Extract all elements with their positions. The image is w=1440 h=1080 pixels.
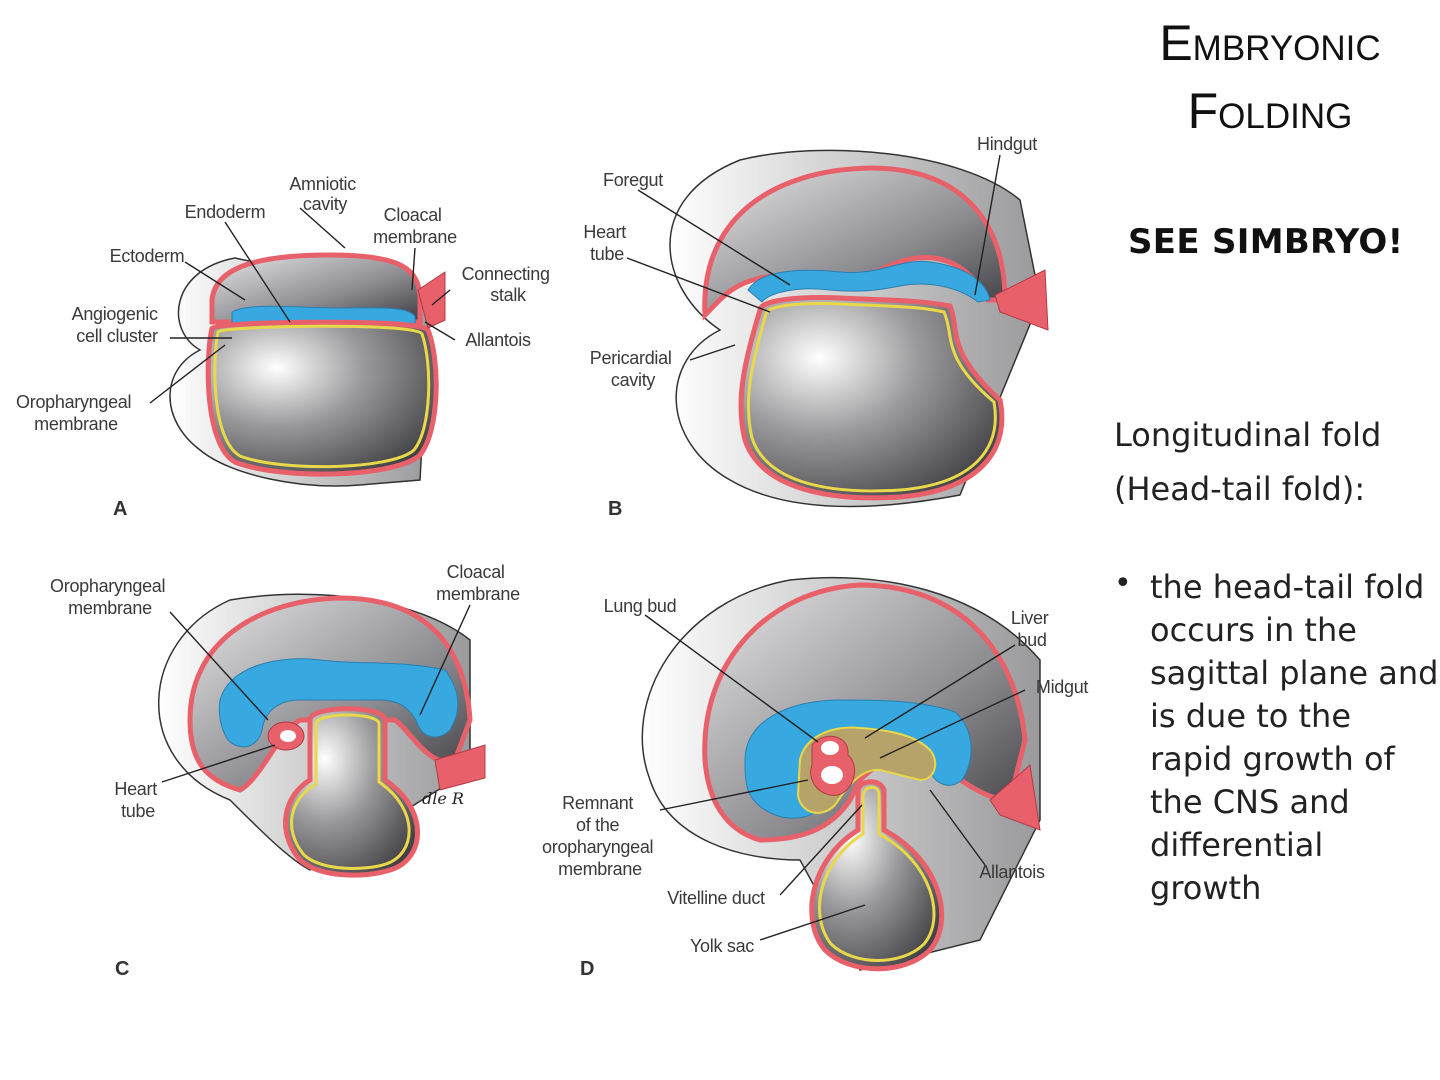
leader-b-heart — [626, 257, 771, 313]
fold-heading: Longitudinal fold (Head-tail fold): — [1114, 408, 1434, 516]
label-d-yolk: Yolk sac — [690, 936, 754, 956]
leader-a-amniotic — [299, 207, 346, 249]
leader-d-lung — [644, 614, 819, 743]
leader-c-oropharyngeal — [169, 611, 269, 721]
bullet-dot-icon: • — [1114, 566, 1132, 601]
label-d-vitelline: Vitelline duct — [667, 888, 765, 908]
panel-b-yolk-endoderm-line — [746, 302, 997, 493]
leader-a-endoderm — [224, 221, 291, 323]
leader-b-pericardial — [689, 344, 736, 361]
fold-heading-line-1: Longitudinal fold — [1114, 416, 1382, 454]
panel-b: Hindgut Foregut Heart tube Pericardial c… — [583, 134, 1049, 520]
leader-a-ectoderm — [184, 261, 246, 301]
slide-title-line-1: Embryonic — [1159, 15, 1381, 71]
leader-d-liver — [864, 644, 1016, 739]
label-d-remnant: Remnant of the oropharyngeal membrane — [542, 793, 658, 879]
label-a-ectoderm: Ectoderm — [110, 246, 185, 266]
panel-a-yolk-sac — [205, 319, 439, 477]
leader-c-heart — [161, 744, 276, 783]
panel-c-heart-lumen — [280, 730, 296, 742]
leader-b-foregut — [637, 189, 791, 286]
leader-a-oropharyngeal — [149, 344, 226, 404]
label-c-cloacal: Cloacal membrane — [436, 562, 520, 604]
label-a-allantois: Allantois — [465, 330, 531, 350]
label-b-foregut: Foregut — [603, 170, 663, 190]
leader-c-cloacal — [419, 604, 471, 716]
panel-a-letter: A — [113, 498, 127, 520]
panel-d-letter: D — [580, 958, 594, 980]
leader-a-allantois — [424, 321, 456, 341]
panel-c: Oropharyngeal membrane Cloacal membrane … — [50, 562, 520, 980]
panel-b-amnion-band — [747, 260, 991, 303]
panel-c-connecting-stalk — [434, 744, 486, 791]
label-b-pericardial: Pericardial cavity — [590, 348, 676, 390]
bullet-text: the head-tail fold occurs in the sagitta… — [1150, 568, 1439, 907]
side-text-panel: Embryonic Folding SEE SIMBRYO! Longitudi… — [1100, 0, 1440, 1080]
label-d-allantois: Allantois — [979, 862, 1045, 882]
leader-a-connecting — [431, 289, 451, 306]
panel-d-yolk-sac — [809, 779, 945, 972]
panel-b-letter: B — [608, 498, 622, 520]
slide-title-line-2: Folding — [1187, 83, 1353, 139]
panel-d-yolk-endoderm-line — [818, 785, 936, 962]
label-a-connecting: Connecting stalk — [462, 264, 555, 305]
label-a-cloacal: Cloacal membrane — [373, 205, 457, 247]
see-simbryo-callout: SEE SIMBRYO! — [1128, 222, 1404, 262]
fold-heading-line-2: (Head-tail fold): — [1114, 470, 1366, 508]
panel-b-connecting-stalk — [994, 269, 1049, 331]
panel-d-connecting-stalk — [989, 764, 1041, 831]
leader-d-remnant — [659, 779, 809, 811]
panel-a-yolk-endoderm-line — [213, 324, 431, 469]
panel-d: Lung bud Liver bud Midgut Remnant of the… — [542, 576, 1089, 980]
leader-d-allantois — [929, 789, 986, 866]
label-d-midgut: Midgut — [1036, 677, 1089, 697]
label-a-angiogenic: Angiogenic cell cluster — [72, 304, 163, 346]
label-d-liver: Liver bud — [1011, 608, 1053, 650]
leader-d-yolk — [759, 904, 866, 941]
label-b-hindgut: Hindgut — [977, 134, 1037, 154]
panel-d-heart — [810, 735, 856, 796]
panel-c-yolk-sac — [283, 706, 420, 878]
panel-a: Amniotic cavity Endoderm Cloacal membran… — [16, 174, 555, 520]
leader-b-hindgut — [974, 154, 1001, 296]
panel-d-heart-lumen-2 — [821, 766, 843, 784]
leader-d-vitelline — [779, 804, 863, 896]
leader-d-midgut — [879, 689, 1026, 759]
panel-c-letter: C — [115, 958, 129, 980]
panel-a-connecting-stalk — [417, 271, 446, 329]
label-a-amniotic: Amniotic cavity — [289, 174, 360, 214]
label-a-endoderm: Endoderm — [185, 202, 266, 222]
label-d-lung: Lung bud — [604, 596, 677, 616]
label-c-oropharyngeal: Oropharyngeal membrane — [50, 576, 170, 618]
label-b-heart: Heart tube — [583, 222, 630, 264]
label-a-oropharyngeal: Oropharyngeal membrane — [16, 392, 136, 434]
panel-b-yolk-sac — [738, 295, 1005, 501]
panel-d-heart-lumen-1 — [821, 741, 839, 755]
panel-c-yolk-endoderm-line — [290, 713, 411, 870]
embryonic-folding-diagram: Amniotic cavity Endoderm Cloacal membran… — [16, 134, 1089, 980]
leader-a-cloacal — [411, 247, 416, 291]
panel-c-signature: dle R — [422, 789, 464, 808]
label-c-heart: Heart tube — [114, 779, 161, 821]
panel-c-amnion-band — [218, 658, 459, 748]
